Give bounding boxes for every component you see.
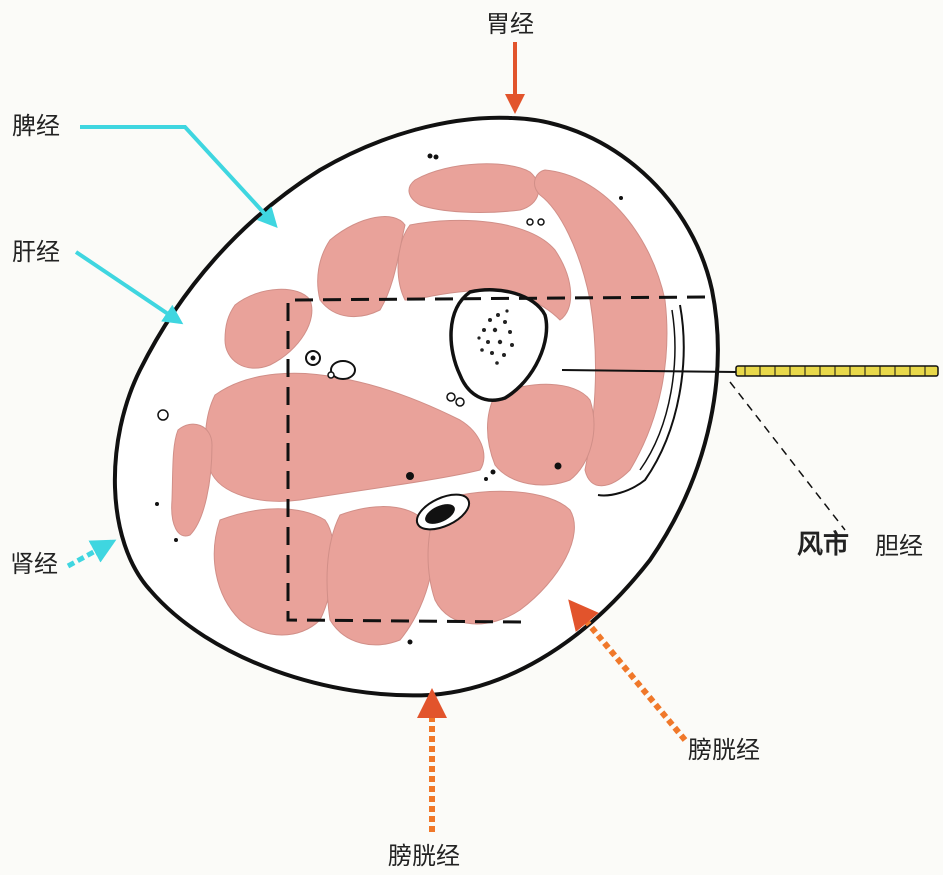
stomach-meridian-label: 胃经 bbox=[486, 12, 534, 36]
bladder-meridian-label-right: 膀胱经 bbox=[688, 738, 760, 762]
kidney-meridian-label: 肾经 bbox=[10, 552, 58, 576]
bladder-arrow-right bbox=[572, 604, 685, 740]
fengshi-acupoint-label: 风市 bbox=[797, 532, 849, 558]
fengshi-leader-line bbox=[730, 382, 845, 530]
kidney-arrow bbox=[68, 542, 112, 566]
liver-meridian-label: 肝经 bbox=[12, 240, 60, 264]
gallbladder-meridian-label: 胆经 bbox=[875, 534, 923, 558]
bladder-meridian-label-bottom: 膀胱经 bbox=[388, 844, 460, 868]
spleen-arrow bbox=[80, 127, 275, 225]
spleen-meridian-label: 脾经 bbox=[12, 114, 60, 138]
acupuncture-needle-icon bbox=[736, 366, 938, 376]
liver-arrow bbox=[76, 252, 180, 322]
